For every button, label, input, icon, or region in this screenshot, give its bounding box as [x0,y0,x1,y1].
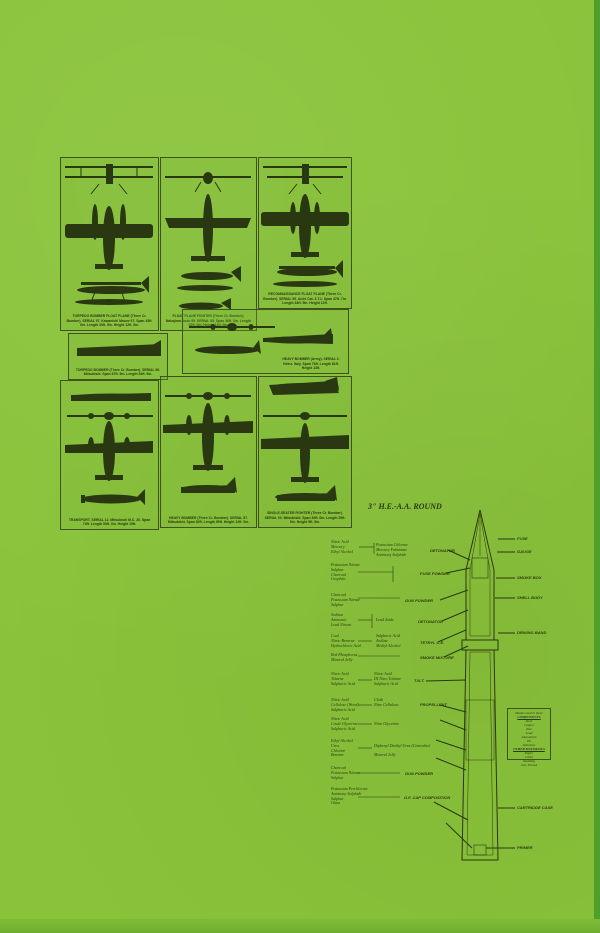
shell-diagram-title: 3" H.E.-A.A. ROUND [368,502,442,511]
aircraft-silhouettes [189,323,333,354]
recognition-panel-heavy-bomber: HEAVY BOMBER (Three Cr. Bomber). SERIAL … [160,376,257,528]
shell-part-shell-body: SHELL BODY [517,595,543,600]
aircraft-silhouettes [163,392,253,493]
material-group-9: Nitric Acid Crude Glycerine Sulphuric Ac… [331,716,358,731]
component-label-gun-powder: GUN POWDER [405,598,433,603]
recognition-panel-single-seater-fighter: SINGLE-SEATER FIGHTER (Three Cr. Bomber)… [258,376,352,528]
component-label-propellent: PROPELLENT [420,702,447,707]
recognition-panel-torpedo-float-plane: TORPEDO BOMBER FLOAT PLANE (Three Cr. Bo… [60,157,159,331]
shell-part-driving-band: DRIVING BAND [517,630,547,635]
compound-group-8: Cloth Nitro Cellulose [374,697,399,707]
metals-legend: Metals used in these COMPONENTS Steel Co… [507,708,551,767]
component-label-gun-powder-2: GUN POWDER [405,771,433,776]
material-group-10: Ethyl Alcohol Urea Chlorine Benzine [331,738,353,758]
material-group-6: Red Phosphorus Mineral Jelly [331,652,358,662]
material-group-8: Nitric Acid Cellulose (Wood) Sulphuric A… [331,697,359,712]
recognition-panel-float-plane-fighter: FLOAT PLANE FIGHTER (Three Cr. Bomber). … [160,157,257,331]
panel-caption: TORPEDO BOMBER FLOAT PLANE (Three Cr. Bo… [66,314,153,327]
component-label-detonator-2: DETONATOR [418,619,443,624]
panel-caption: TORPEDO BOMBER (Three Cr. Bomber). SERIA… [75,367,161,376]
compound-group-7: Nitric Acid DI Nitro Toluene Sulphuric A… [374,671,402,686]
compound-group-9: Nitro Glycerine [374,721,400,726]
material-group-1: Nitric Acid Mercury Ethyl Alcohol [331,539,353,554]
shell-part-primer: PRIMER [517,845,533,850]
compound-group-10: Diphenyl Diethyl Urea (Centralite) Miner… [374,743,431,757]
panel-caption: HEAVY BOMBER (Army). SERIAL 2. Heinz. It… [282,357,340,370]
shell-part-smoke-box: SMOKE BOX [517,575,542,580]
recognition-panel-torpedo-bomber: TORPEDO BOMBER (Three Cr. Bomber). SERIA… [68,333,168,380]
compound-group-5: Sulphuric Acid Aniline Methyl Alcohol [376,633,401,648]
recognition-panel-reconnaissance-float-plane: RECONNAISSANCE FLOAT PLANE (Three Cr. Bo… [258,157,352,309]
recognition-panel-heavy-bomber-army: HEAVY BOMBER (Army). SERIAL 2. Heinz. It… [182,309,349,374]
material-group-3: Charcoal Potassium Nitrate Sulphur [331,592,361,607]
panel-caption: SINGLE-SEATER FIGHTER (Three Cr. Bomber)… [264,511,346,524]
material-group-11: Charcoal Potassium Nitrate Sulphur [331,765,361,780]
component-label-smoke-mixture: SMOKE MIXTURE [420,655,454,660]
aircraft-silhouettes [261,377,349,501]
material-group-4: Sodium Ammonia Lead Nitrate [331,612,352,627]
cover-bottom-edge [0,919,600,933]
panel-caption: RECONNAISSANCE FLOAT PLANE (Three Cr. Bo… [263,292,347,305]
panel-caption: HEAVY BOMBER (Three Cr. Bomber). SERIAL … [167,515,250,524]
compound-group-4: Lead Azide [376,617,394,622]
component-label-fuse-powder: FUSE POWDER [420,571,450,576]
component-label-detonator: DETONATOR [430,548,455,553]
aircraft-silhouettes [65,164,153,305]
component-label-tetryl: TETRYL C.E. [420,640,445,645]
aircraft-silhouettes [77,340,161,356]
aircraft-silhouettes [65,393,153,505]
aircraft-silhouettes [165,172,251,310]
material-group-5: Coal Nitric Benzene Hydrochloric Acid [331,633,361,648]
component-label-tnt: T.N.T. [414,678,425,683]
compound-group-1: Potassium Chlorate Mercury Fulminate Ant… [376,542,408,557]
shell-part-gauge: GAUGE [517,549,532,554]
shell-part-cartridge-case: CARTRIDGE CASE [517,805,553,810]
panel-caption: FLOAT PLANE FIGHTER (Three Cr. Bomber). … [165,314,252,327]
shell-part-fuse: FUSE [517,536,528,541]
material-group-2: Potassium Nitrate Sulphur Charcoal Graph… [331,562,361,582]
component-label-of-cap: O.F. CAP COMPOSITION [404,795,451,800]
panel-caption: TRANSPORT. SERIAL 12. Mitsubishi M.C. 20… [68,517,151,526]
material-group-12: Potassium Perchlorate Antimony Sulphide … [331,786,368,806]
material-group-7: Nitric Acid Toluene Sulphuric Acid [331,671,355,686]
recognition-panel-transport: TRANSPORT. SERIAL 12. Mitsubishi M.C. 20… [60,380,159,530]
aircraft-silhouettes [261,164,349,287]
cover-edge-stripe [594,0,600,933]
